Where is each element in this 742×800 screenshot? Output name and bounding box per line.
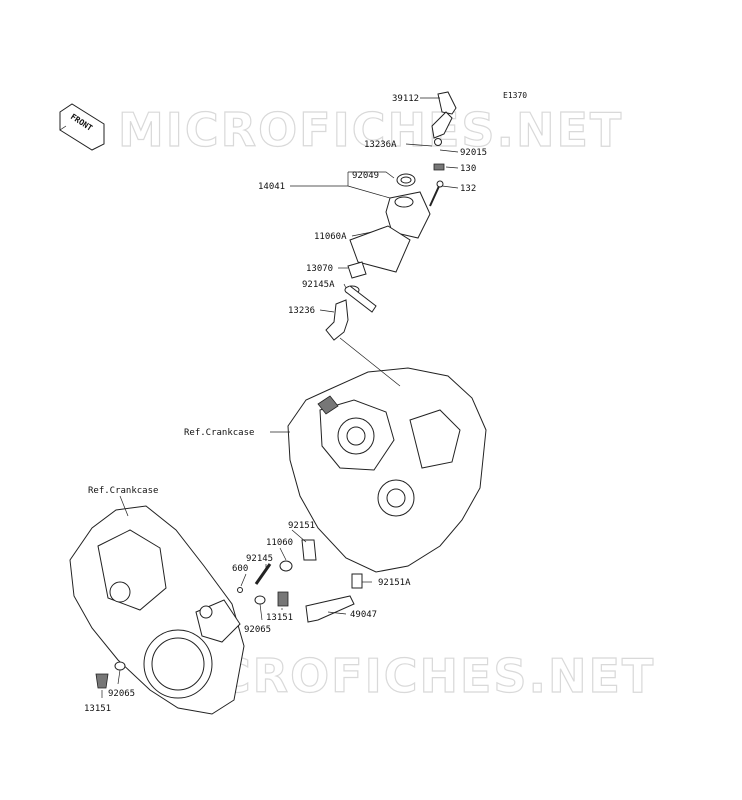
label-13151-lower: 13151 [84, 704, 111, 714]
label-13070: 13070 [306, 264, 333, 274]
pin-92145 [254, 563, 272, 585]
label-11060: 11060 [266, 538, 293, 548]
shift-arm-39112 [431, 91, 457, 146]
spring-92145A [344, 285, 377, 313]
diagram-code: E1370 [503, 91, 527, 100]
label-92145: 92145 [246, 554, 273, 564]
label-130: 130 [460, 164, 476, 174]
label-11060A: 11060A [314, 232, 347, 242]
crankcase-left [69, 505, 245, 715]
label-ref-crankcase-left: Ref.Crankcase [88, 486, 158, 496]
label-92065-lower: 92065 [108, 689, 135, 699]
watermark-top: MICROFICHES.NET [118, 103, 623, 157]
label-14041: 14041 [258, 182, 285, 192]
front-arrow-icon: FRONT [59, 103, 105, 151]
label-600: 600 [232, 564, 248, 574]
gasket-11060 [279, 560, 293, 572]
label-39112: 39112 [392, 94, 419, 104]
bolt-130 [433, 163, 445, 171]
bolt-132 [429, 180, 444, 207]
ball-600 [237, 587, 243, 593]
label-13151-upper: 13151 [266, 613, 293, 623]
shift-shaft-13236 [325, 299, 349, 341]
collar-13070 [347, 261, 367, 279]
cover-14041 [385, 191, 431, 239]
label-92049: 92049 [352, 171, 379, 181]
label-ref-crankcase-right: Ref.Crankcase [184, 428, 254, 438]
label-13236A: 13236A [364, 140, 397, 150]
shift-lever-49047 [305, 595, 355, 623]
label-92151A: 92151A [378, 578, 411, 588]
washer-92065-lower [114, 661, 126, 671]
bolt-13151-upper [277, 591, 289, 607]
bolt-13151-lower [95, 673, 109, 689]
label-92151: 92151 [288, 521, 315, 531]
bolt-92151 [301, 539, 317, 561]
label-92065-upper: 92065 [244, 625, 271, 635]
label-13236: 13236 [288, 306, 315, 316]
washer-92065-upper [254, 595, 266, 605]
leader-lines [101, 97, 459, 698]
label-49047: 49047 [350, 610, 377, 620]
bolt-92151A [351, 573, 363, 589]
oil-seal-92049 [396, 173, 416, 187]
gasket-11060A [349, 225, 411, 273]
label-132: 132 [460, 184, 476, 194]
label-92145A: 92145A [302, 280, 335, 290]
crankcase-right [287, 367, 487, 573]
label-92015: 92015 [460, 148, 487, 158]
